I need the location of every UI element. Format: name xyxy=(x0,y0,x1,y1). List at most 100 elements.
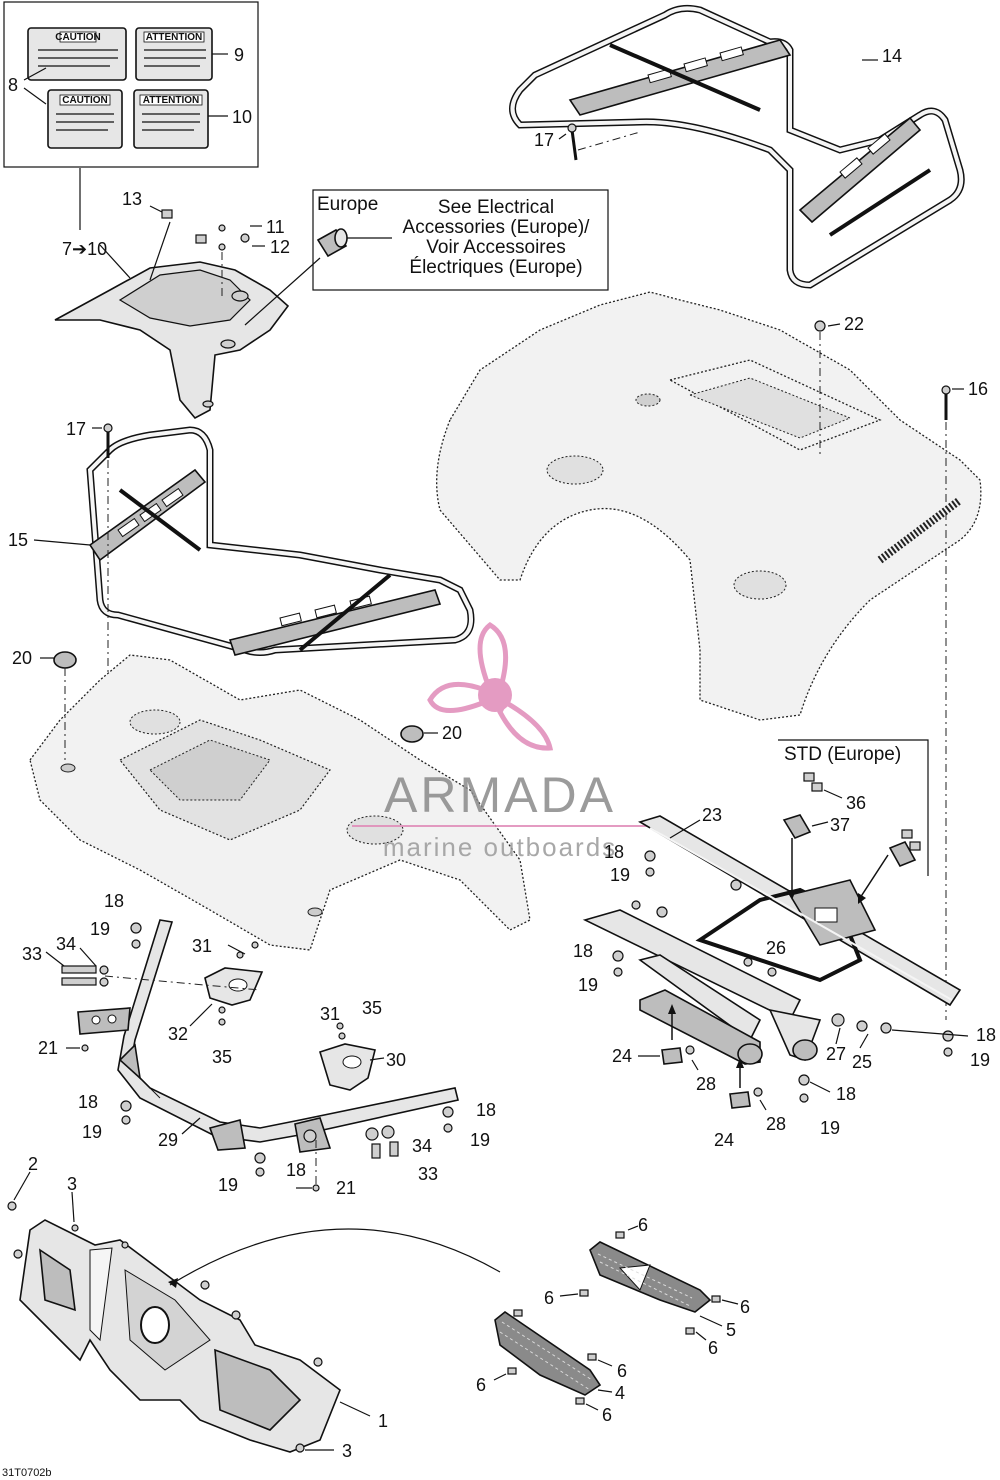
decal-inset: CAUTION ATTENTION CAUTION ATTENTION xyxy=(3,1,259,168)
part-number-labels: 1 2 3 3 4 5 6 6 6 6 6 6 6 6 7➔10 8 9 10 … xyxy=(8,45,996,1461)
part-label: 28 xyxy=(766,1114,786,1134)
part-label: 34 xyxy=(412,1136,432,1156)
part-label: 29 xyxy=(158,1130,178,1150)
decal-attention-bottom: ATTENTION xyxy=(133,89,209,149)
part-label: 19 xyxy=(90,919,110,939)
decal-attention-top: ATTENTION xyxy=(135,27,213,81)
part-label: 9 xyxy=(234,45,244,65)
part-label: 6 xyxy=(544,1288,554,1308)
part-label: 19 xyxy=(578,975,598,995)
part-label: 18 xyxy=(604,842,624,862)
part-label: 18 xyxy=(476,1100,496,1120)
part-label: 18 xyxy=(104,891,124,911)
decal-caution-top: CAUTION xyxy=(27,27,127,81)
front-rack xyxy=(33,426,475,656)
decal-caution-title: CAUTION xyxy=(55,32,101,43)
rear-frame xyxy=(582,815,962,1065)
part-label: 19 xyxy=(470,1130,490,1150)
part-label: 10 xyxy=(232,107,252,127)
hardware-right-frame xyxy=(612,850,969,1111)
part-label: 6 xyxy=(740,1297,750,1317)
part-label: 23 xyxy=(702,805,722,825)
washer-22 xyxy=(814,320,841,455)
decal-caution-bottom: CAUTION xyxy=(47,89,123,149)
bracket-30 xyxy=(319,1043,385,1091)
part-label: 19 xyxy=(970,1050,990,1070)
part-label: 19 xyxy=(82,1122,102,1142)
part-label: 34 xyxy=(56,934,76,954)
std-europe-callout: STD (Europe) xyxy=(778,739,929,904)
bolt-16 xyxy=(941,385,964,1020)
part-label: 6 xyxy=(602,1405,612,1425)
part-label: 20 xyxy=(12,648,32,668)
front-bumper xyxy=(7,1171,501,1453)
part-label: 3 xyxy=(342,1441,352,1461)
europe-callout-line1: See Electrical xyxy=(438,197,554,218)
part-label: 22 xyxy=(844,314,864,334)
europe-callout: Europe See Electrical Accessories (Europ… xyxy=(312,189,609,291)
part-label: 2 xyxy=(28,1154,38,1174)
part-label: 6 xyxy=(708,1338,718,1358)
bracket-left-plate xyxy=(77,1007,131,1035)
part-label: 7➔10 xyxy=(62,239,107,259)
europe-callout-line3: Voir Accessoires xyxy=(426,237,565,258)
plug-20-left xyxy=(40,651,77,760)
part-label: 17 xyxy=(534,130,554,150)
rear-fender xyxy=(436,291,982,721)
hardware-11-12-13 xyxy=(149,205,265,300)
part-label: 19 xyxy=(820,1118,840,1138)
part-label: 20 xyxy=(442,723,462,743)
part-label: 11 xyxy=(266,217,285,237)
part-label: 21 xyxy=(38,1038,58,1058)
part-label: 19 xyxy=(218,1175,238,1195)
part-label: 6 xyxy=(476,1375,486,1395)
part-label: 30 xyxy=(386,1050,406,1070)
europe-callout-title: Europe xyxy=(317,194,378,215)
grille-5 xyxy=(589,1241,723,1327)
part-label: 13 xyxy=(122,189,142,209)
plug-20-right xyxy=(400,725,438,743)
decal-caution-bottom-title: CAUTION xyxy=(62,95,108,106)
part-label: 35 xyxy=(212,1047,232,1067)
bracket-32 xyxy=(189,967,264,1027)
europe-callout-line4: Électriques (Europe) xyxy=(409,257,582,278)
part-label: 27 xyxy=(826,1044,846,1064)
part-label: 35 xyxy=(362,998,382,1018)
grille-4 xyxy=(494,1311,613,1396)
part-label: 5 xyxy=(726,1320,736,1340)
part-label: 12 xyxy=(270,237,290,257)
decal-attention-bottom-title: ATTENTION xyxy=(143,95,199,106)
std-europe-label: STD (Europe) xyxy=(784,744,901,765)
part-label: 18 xyxy=(286,1160,306,1180)
grille-clips-6 xyxy=(493,1225,739,1411)
part-label: 31 xyxy=(192,936,212,956)
bolt-17-upper xyxy=(558,123,641,161)
drawing-code: 31T0702b xyxy=(2,1467,52,1479)
front-fender xyxy=(29,654,531,951)
watermark-brand: ARMADA xyxy=(384,767,616,823)
part-label: 14 xyxy=(882,46,902,66)
part-label: 33 xyxy=(418,1164,438,1184)
front-console xyxy=(54,221,321,420)
part-label: 6 xyxy=(617,1361,627,1381)
watermark-tagline: marine outboards xyxy=(383,832,617,862)
part-label: 18 xyxy=(836,1084,856,1104)
part-label: 18 xyxy=(573,941,593,961)
part-label: 24 xyxy=(714,1130,734,1150)
decal-attention-title: ATTENTION xyxy=(146,32,202,43)
propeller-logo xyxy=(427,621,554,751)
part-label: 19 xyxy=(610,865,630,885)
part-label: 25 xyxy=(852,1052,872,1072)
part-label: 15 xyxy=(8,530,28,550)
bolt-17-lower xyxy=(92,423,113,740)
part-label: 16 xyxy=(968,379,988,399)
part-label: 24 xyxy=(612,1046,632,1066)
part-label: 18 xyxy=(78,1092,98,1112)
part-label: 1 xyxy=(378,1411,388,1431)
part-label: 31 xyxy=(320,1004,340,1024)
part-label: 37 xyxy=(830,815,850,835)
part-label: 18 xyxy=(976,1025,996,1045)
part-label: 28 xyxy=(696,1074,716,1094)
europe-connector-part xyxy=(316,228,348,258)
